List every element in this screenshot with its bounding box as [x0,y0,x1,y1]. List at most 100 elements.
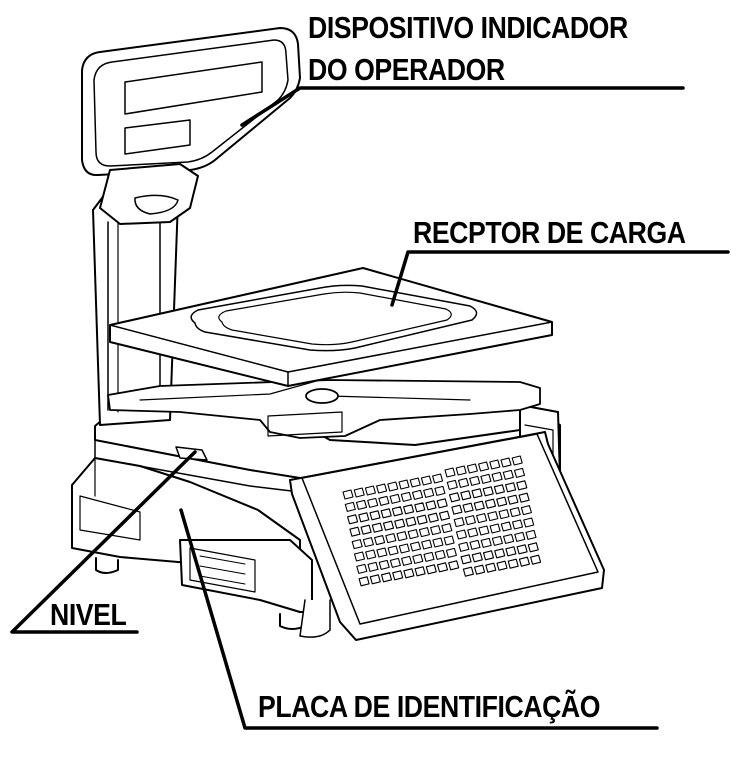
keyboard-key [469,475,481,486]
keyboard-key [518,492,530,503]
keyboard-key [380,572,393,583]
keyboard-key [482,486,494,497]
keyboard-key [493,484,505,495]
keyboard-key [358,512,370,523]
keyboard-key [409,541,422,552]
keyboard-key [364,485,376,496]
keyboard-key [448,560,460,571]
keyboard-key [480,537,492,548]
keyboard-key [358,576,370,587]
keyboard-key [441,523,453,534]
keyboard-key [371,522,383,533]
keyboard-key [376,547,388,558]
keyboard-key [414,502,426,513]
label-level: NIVEL [50,597,127,632]
keyboard-key [513,467,526,478]
keyboard-key [362,537,374,548]
keyboard-key [525,529,537,540]
keyboard-key [360,524,372,535]
keyboard-key [449,492,461,503]
keyboard-key [380,508,392,519]
keyboard-key [462,566,474,577]
keyboard-key [347,514,359,525]
keyboard-key [505,482,517,493]
keyboard-key [491,471,503,482]
keyboard-key [434,485,446,496]
keyboard-key [469,539,481,550]
keyboard-key [387,481,399,492]
keyboard-key [391,506,403,517]
keyboard-key [443,535,455,546]
keyboard-key [403,568,415,579]
keyboard-key [496,560,508,571]
keyboard-key [462,502,474,513]
keyboard-key [514,531,526,542]
keyboard-key [387,545,399,556]
keyboard-key [430,525,442,536]
keyboard-key [474,564,486,575]
keyboard-key [432,473,444,484]
keyboard-key [458,541,470,552]
keyboard-key [400,491,412,502]
keyboard-key [401,555,413,566]
keyboard-key [423,551,435,562]
label-display-device: DISPOSITIVO INDICADOR [308,10,628,45]
load-platform [109,267,553,387]
keyboard-key [476,513,488,524]
keyboard-key [398,543,410,554]
keyboard-key [500,521,512,532]
keypad-right [444,455,542,577]
keyboard-key [356,563,368,574]
keyboard-key [455,529,468,540]
keyboard-key [342,489,354,500]
keyboard-key [378,495,390,506]
keyboard-key [467,527,479,538]
keyboard-key [511,455,523,466]
keyboard-key [369,574,381,585]
leader-display [240,86,685,127]
display-window-top [124,61,263,115]
keyboard-key [484,498,497,509]
keyboard-key [496,496,508,507]
keyboard-key [511,519,524,530]
keyboard-key [509,507,521,518]
leader-lines [10,86,730,730]
keyboard-key [353,487,365,498]
keyboard-key [464,515,476,526]
leader-level [10,450,197,634]
keyboard-key [500,457,512,468]
keyboard-key [355,499,368,510]
keyboard-key [455,465,467,476]
keyboard-key [482,550,495,561]
label-display-device-line2: DO OPERADOR [308,52,505,87]
keyboard-panel [289,431,605,641]
keyboard-key [498,509,510,520]
keyboard-key [507,558,519,569]
keyboard-key [434,549,446,560]
keyboard-key [453,517,465,528]
keyboard-key [460,554,472,565]
keyboard-key [438,510,451,521]
keyboard-key [425,564,437,575]
keyboard-key [376,483,388,494]
keyboard-key [507,494,519,505]
keyboard-key [516,544,528,555]
keyboard-key [403,504,415,515]
keyboard-key [466,463,478,474]
keyboard-key [392,570,404,581]
keyboard-key [367,561,379,572]
keyboard-key [505,546,517,557]
keyboard-key [425,500,437,511]
keyboard-key [478,525,490,536]
keyboard-key [398,479,410,490]
platform-support [107,379,541,439]
keyboard-key [478,461,490,472]
keyboard-key [471,552,483,563]
label-load-receptor: RECPTOR DE CARGA [413,215,686,250]
keyboard-key [385,533,397,544]
keyboard-key [344,501,356,512]
keyboard-key [351,539,363,550]
keyboard-key [416,514,428,525]
